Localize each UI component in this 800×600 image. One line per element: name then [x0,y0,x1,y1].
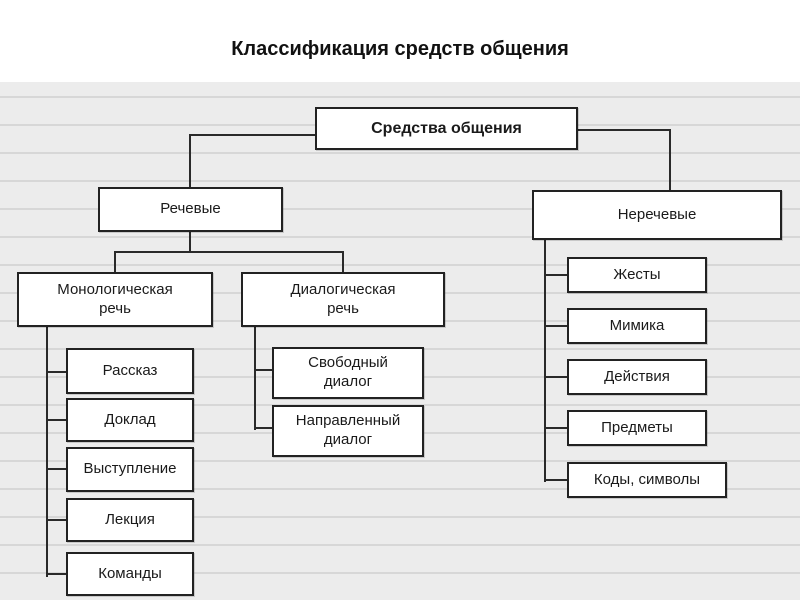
node-dialogic-item: Направленный диалог [272,405,424,457]
node-root: Средства общения [315,107,578,150]
node-nonverbal-item: Предметы [567,410,707,446]
node-nonverbal-item: Мимика [567,308,707,344]
node-monologic-item: Рассказ [66,348,194,394]
node-monologic: Монологическая речь [17,272,213,327]
node-monologic-item: Доклад [66,398,194,442]
connector-root-nonverbal [578,129,671,190]
node-monologic-item: Выступление [66,447,194,492]
connector-verbal-monologic [114,232,191,272]
node-monologic-item: Лекция [66,498,194,542]
node-nonverbal-item: Действия [567,359,707,395]
node-monologic-item: Команды [66,552,194,596]
node-verbal: Речевые [98,187,283,232]
connector-verbal-dialogic [190,251,344,272]
node-dialogic-item: Свободный диалог [272,347,424,399]
connector-root-verbal [189,134,330,187]
node-nonverbal-item: Коды, символы [567,462,727,498]
diagram-title: Классификация средств общения [231,38,569,60]
node-nonverbal-item: Жесты [567,257,707,293]
node-nonverbal: Неречевые [532,190,782,240]
node-dialogic: Диалогическая речь [241,272,445,327]
